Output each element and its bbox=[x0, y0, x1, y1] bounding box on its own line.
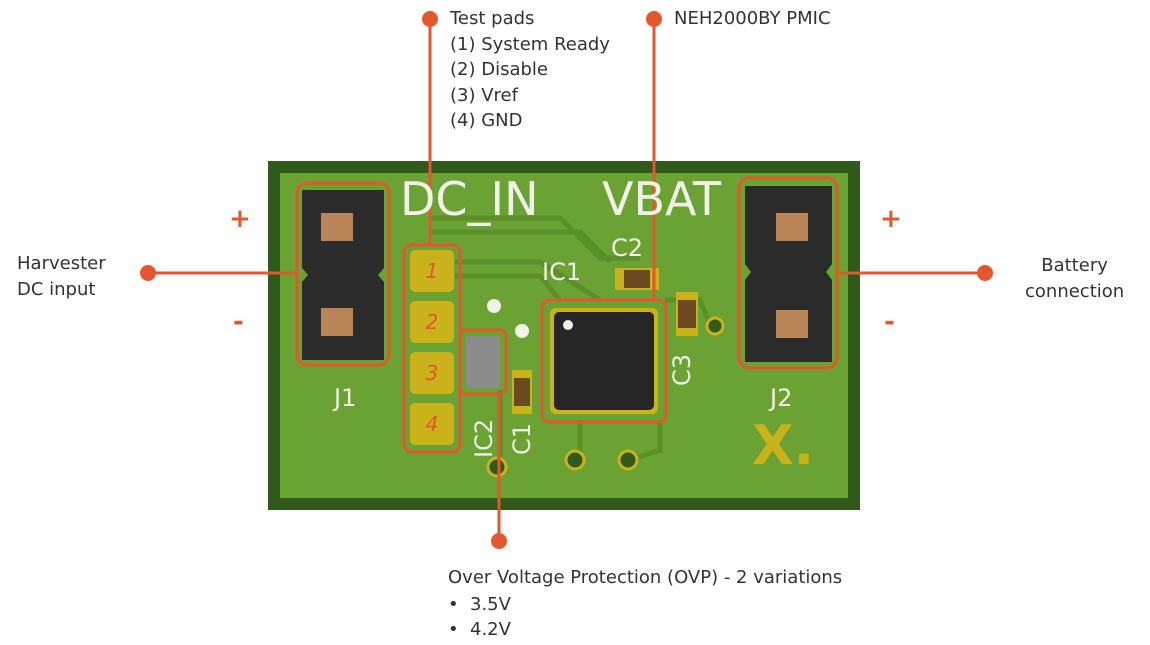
ic1-highlight bbox=[540, 298, 668, 424]
c3-body bbox=[678, 300, 696, 328]
leader-lines bbox=[148, 20, 985, 540]
via-6 bbox=[486, 456, 508, 478]
silk-ic2: IC2 bbox=[470, 418, 498, 458]
silk-j1: J1 bbox=[334, 384, 357, 412]
via-3 bbox=[705, 316, 725, 336]
c2-body bbox=[624, 270, 650, 288]
ovp-item: • 3.5V bbox=[448, 592, 511, 618]
test-pad-item: (3) Vref bbox=[450, 84, 518, 106]
silk-ic1: IC1 bbox=[542, 258, 582, 286]
left-plus-sign: + bbox=[229, 204, 251, 234]
ovp-item: • 4.2V bbox=[448, 617, 511, 643]
left-minus-sign: - bbox=[233, 307, 244, 337]
pad-number-1: 1 bbox=[425, 259, 439, 283]
battery-callout: Battery connection bbox=[1025, 253, 1124, 304]
j1-pin-plus bbox=[321, 213, 353, 241]
ic2-highlight bbox=[458, 328, 508, 396]
ovp-item-text: 3.5V bbox=[470, 594, 511, 615]
test-pads-callout: Test pads (1) System Ready (2) Disable (… bbox=[450, 6, 610, 134]
test-pad-2 bbox=[410, 301, 454, 343]
test-pad-4 bbox=[410, 403, 454, 445]
via-5 bbox=[617, 449, 639, 471]
harvester-line-2: DC input bbox=[17, 278, 96, 300]
harvester-line-1: Harvester bbox=[17, 253, 106, 274]
battery-line-1: Battery bbox=[1041, 255, 1108, 276]
pmic-callout: NEH2000BY PMIC bbox=[674, 8, 831, 29]
test-pads-title: Test pads bbox=[450, 8, 535, 29]
ic1-body bbox=[554, 312, 654, 410]
test-pad-item: (4) GND bbox=[450, 110, 523, 131]
bullet-icon: • bbox=[448, 619, 459, 640]
test-pad-1 bbox=[410, 250, 454, 292]
pad-number-4: 4 bbox=[425, 412, 439, 436]
battery-line-2: connection bbox=[1025, 280, 1125, 302]
silk-vbat: VBAT bbox=[602, 172, 722, 226]
test-pad-3 bbox=[410, 352, 454, 394]
j2-pin-minus bbox=[776, 310, 808, 338]
silk-c1: C1 bbox=[508, 422, 536, 455]
ic1-pin1-marker bbox=[563, 320, 573, 330]
via-2 bbox=[515, 324, 529, 338]
via-4 bbox=[564, 449, 586, 471]
pad-number-2: 2 bbox=[425, 310, 439, 334]
c1-body bbox=[514, 378, 530, 406]
test-pads-list: (1) System Ready (2) Disable (3) Vref (4… bbox=[450, 32, 610, 134]
ovp-callout-title: Over Voltage Protection (OVP) - 2 variat… bbox=[448, 567, 843, 588]
silk-c3: C3 bbox=[668, 353, 696, 386]
j2-pin-plus bbox=[776, 213, 808, 241]
via-1 bbox=[487, 299, 501, 313]
ovp-item-text: 4.2V bbox=[470, 619, 511, 640]
j1-pin-minus bbox=[321, 308, 353, 336]
leader-dots bbox=[140, 11, 993, 549]
silk-dc-in: DC_IN bbox=[400, 172, 539, 226]
j2-header bbox=[745, 186, 832, 362]
test-pad-item: (2) Disable bbox=[450, 59, 548, 80]
ic2-body bbox=[466, 336, 500, 388]
harvester-callout: Harvester DC input bbox=[17, 251, 106, 302]
silk-c2: C2 bbox=[611, 234, 644, 262]
right-plus-sign: + bbox=[880, 204, 902, 234]
right-minus-sign: - bbox=[884, 307, 895, 337]
bullet-icon: • bbox=[448, 594, 459, 615]
test-pad-item: (1) System Ready bbox=[450, 33, 610, 55]
brand-logo: X. bbox=[752, 414, 815, 477]
silk-j2: J2 bbox=[770, 384, 793, 412]
pad-number-3: 3 bbox=[425, 361, 439, 385]
